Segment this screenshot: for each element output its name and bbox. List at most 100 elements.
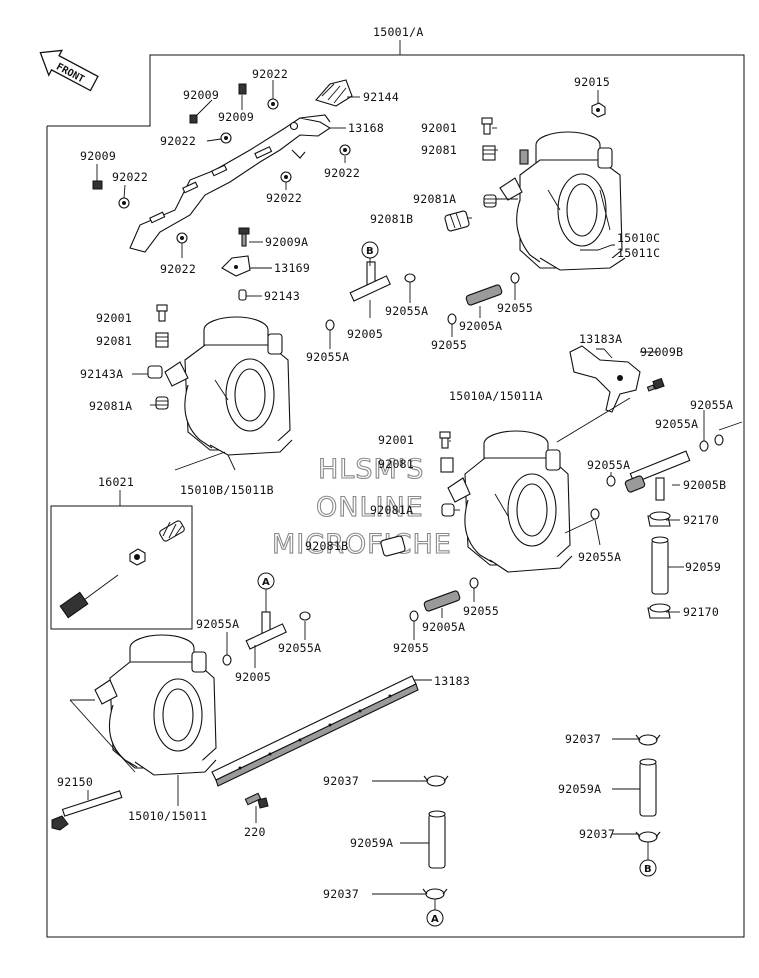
- svg-text:A: A: [262, 577, 270, 588]
- label-92005: 92005: [235, 670, 271, 684]
- label-92059A: 92059A: [558, 782, 601, 796]
- label-92005A: 92005A: [459, 319, 502, 333]
- label-92001: 92001: [378, 433, 414, 447]
- label-92055: 92055: [393, 641, 429, 655]
- carburetor-15010B: [164, 316, 293, 456]
- bracket-13183A: [569, 345, 641, 413]
- clamp-92170-top: [647, 511, 671, 527]
- front-arrow-icon: FRONT: [39, 49, 99, 92]
- screw-92009B: [646, 377, 665, 392]
- screw-92009A: [238, 227, 250, 247]
- spring-92081B-b: [380, 535, 406, 557]
- label-13183A: 13183A: [579, 332, 622, 346]
- label-92150: 92150: [57, 775, 93, 789]
- spring-92081A-a: [441, 503, 455, 517]
- assembly-frame: [46, 40, 745, 938]
- watermark-line-3: MICROFICHE: [272, 529, 452, 560]
- label-92022: 92022: [324, 166, 360, 180]
- screw-92001-a: [439, 431, 451, 449]
- label-92001: 92001: [96, 311, 132, 325]
- label-92022: 92022: [112, 170, 148, 184]
- label-92081B: 92081B: [370, 212, 413, 226]
- label-92015: 92015: [574, 75, 610, 89]
- label-92055A: 92055A: [306, 350, 349, 364]
- label-15010C: 15010C: [617, 231, 660, 245]
- label-92022: 92022: [266, 191, 302, 205]
- label-92055A: 92055A: [196, 617, 239, 631]
- label-92055A: 92055A: [690, 398, 733, 412]
- label-92081A: 92081A: [89, 399, 132, 413]
- label-92144: 92144: [363, 90, 399, 104]
- label-16021: 16021: [98, 475, 134, 489]
- carburetor-15010: [94, 634, 217, 776]
- watermark-line-2: ONLINE: [316, 492, 424, 523]
- spring-92081-b: [155, 332, 169, 348]
- label-92143A: 92143A: [80, 367, 123, 381]
- svg-text:A: A: [431, 914, 439, 925]
- label-92022: 92022: [160, 134, 196, 148]
- bolt-92150: [51, 790, 123, 831]
- leader-lines: [69, 80, 743, 895]
- label-92009: 92009: [218, 110, 254, 124]
- spring-92081B-c: [444, 210, 470, 232]
- label-92009: 92009: [80, 149, 116, 163]
- label-92009B: 92009B: [640, 345, 683, 359]
- label-92170: 92170: [683, 513, 719, 527]
- spring-92144: [315, 79, 353, 107]
- spring-92081A-c: [483, 194, 497, 208]
- label-92170: 92170: [683, 605, 719, 619]
- label-92005A: 92005A: [422, 620, 465, 634]
- screw-220: [244, 792, 269, 809]
- svg-text:B: B: [366, 246, 374, 257]
- washers-92022: [118, 98, 351, 244]
- clamp-92037-1: [423, 775, 449, 787]
- label-92055A: 92055A: [578, 550, 621, 564]
- label-92055: 92055: [431, 338, 467, 352]
- label-92081: 92081: [96, 334, 132, 348]
- label-92081: 92081: [378, 457, 414, 471]
- label-92037: 92037: [579, 827, 615, 841]
- fitting-92005A-mid: [423, 590, 461, 612]
- hose-92059: [651, 536, 669, 595]
- label-92022: 92022: [252, 67, 288, 81]
- label-15010B-15011B: 15010B/15011B: [180, 483, 274, 497]
- watermark: HLSM'S ONLINE MICROFICHE: [271, 453, 452, 560]
- label-92081: 92081: [421, 143, 457, 157]
- label-92081A: 92081A: [370, 503, 413, 517]
- label-92143: 92143: [264, 289, 300, 303]
- screw-92009-top: [92, 83, 247, 190]
- label-92055: 92055: [497, 301, 533, 315]
- label-15010-15011: 15010/15011: [128, 809, 207, 823]
- spring-92081A-b: [155, 396, 169, 410]
- bracket-13169: [221, 255, 251, 277]
- collar-92143: [238, 289, 247, 301]
- spring-92081-a: [440, 457, 454, 473]
- clamp-92037-2: [422, 888, 448, 900]
- label-15011C: 15011C: [617, 246, 660, 260]
- label-92081B: 92081B: [305, 539, 348, 553]
- label-92001: 92001: [421, 121, 457, 135]
- label-92022: 92022: [160, 262, 196, 276]
- label-220: 220: [244, 825, 266, 839]
- carburetor-15010C: [499, 131, 626, 271]
- screw-92001-b: [156, 304, 168, 322]
- label-92037: 92037: [323, 774, 359, 788]
- watermark-line-1: HLSM'S: [318, 454, 424, 485]
- ref-marker-a-mid: A: [257, 572, 275, 612]
- ref-marker-b-top: B: [361, 241, 379, 266]
- clamp-92037-3: [635, 734, 661, 746]
- label-92055A: 92055A: [385, 304, 428, 318]
- label-92009A: 92009A: [265, 235, 308, 249]
- assembly-label: 15001/A: [373, 25, 424, 39]
- spring-92081-c: [482, 145, 496, 161]
- label-92037: 92037: [565, 732, 601, 746]
- part-labels: 92022 92009 92144 92009 13168 92022 9200…: [57, 67, 733, 901]
- label-13183: 13183: [434, 674, 470, 688]
- carburetor-15010A: [447, 430, 573, 573]
- clamp-92170-bottom: [647, 603, 671, 619]
- label-92059: 92059: [685, 560, 721, 574]
- nut-92015: [591, 102, 606, 118]
- label-92055A: 92055A: [278, 641, 321, 655]
- fitting-92005-top: [349, 261, 391, 302]
